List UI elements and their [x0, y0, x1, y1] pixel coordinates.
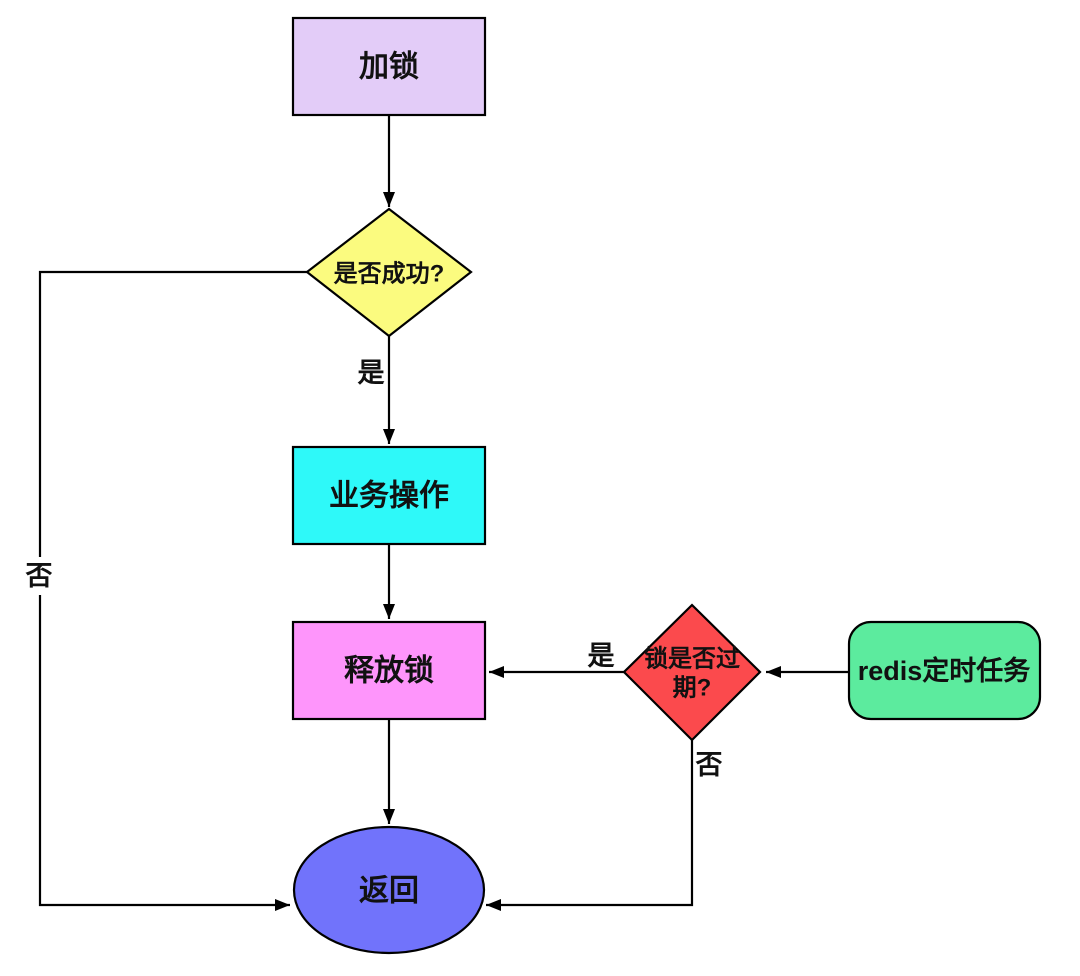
- node-lock-label: 加锁: [359, 51, 419, 84]
- node-lock-shape: [291, 16, 487, 117]
- node-success-check-shape: [305, 207, 473, 338]
- node-redis-task-shape: [847, 620, 1042, 721]
- node-success-check: 是否成功?: [305, 207, 473, 338]
- node-redis-task: redis定时任务: [847, 620, 1042, 721]
- node-return: 返回: [292, 825, 486, 955]
- node-expire-check: 锁是否过 期?: [622, 603, 762, 742]
- node-redis-task-label: redis定时任务: [858, 655, 1031, 686]
- node-business: 业务操作: [291, 445, 487, 546]
- node-expire-check-shape: [622, 603, 762, 742]
- node-return-shape: [292, 825, 486, 955]
- edge-success-no-to-return: [38, 270, 308, 911]
- edge-label-success-no-bg: [22, 557, 56, 595]
- node-return-label: 返回: [359, 875, 419, 908]
- edge-label-success-yes: 是: [358, 358, 385, 388]
- node-business-label: 业务操作: [329, 480, 449, 513]
- edge-expire-no-to-return: [486, 739, 694, 911]
- node-expire-check-label-line1: 锁是否过: [644, 645, 740, 673]
- node-release-label: 释放锁: [344, 655, 434, 688]
- edge-label-success-no: 否: [26, 561, 53, 591]
- edge-label-expire-no: 否: [696, 750, 723, 780]
- node-success-check-label: 是否成功?: [334, 261, 445, 288]
- node-release: 释放锁: [291, 620, 487, 721]
- node-expire-check-label-line2: 期?: [673, 675, 712, 702]
- node-release-shape: [291, 620, 487, 721]
- node-lock: 加锁: [291, 16, 487, 117]
- edge-label-expire-yes: 是: [588, 641, 615, 671]
- node-business-shape: [291, 445, 487, 546]
